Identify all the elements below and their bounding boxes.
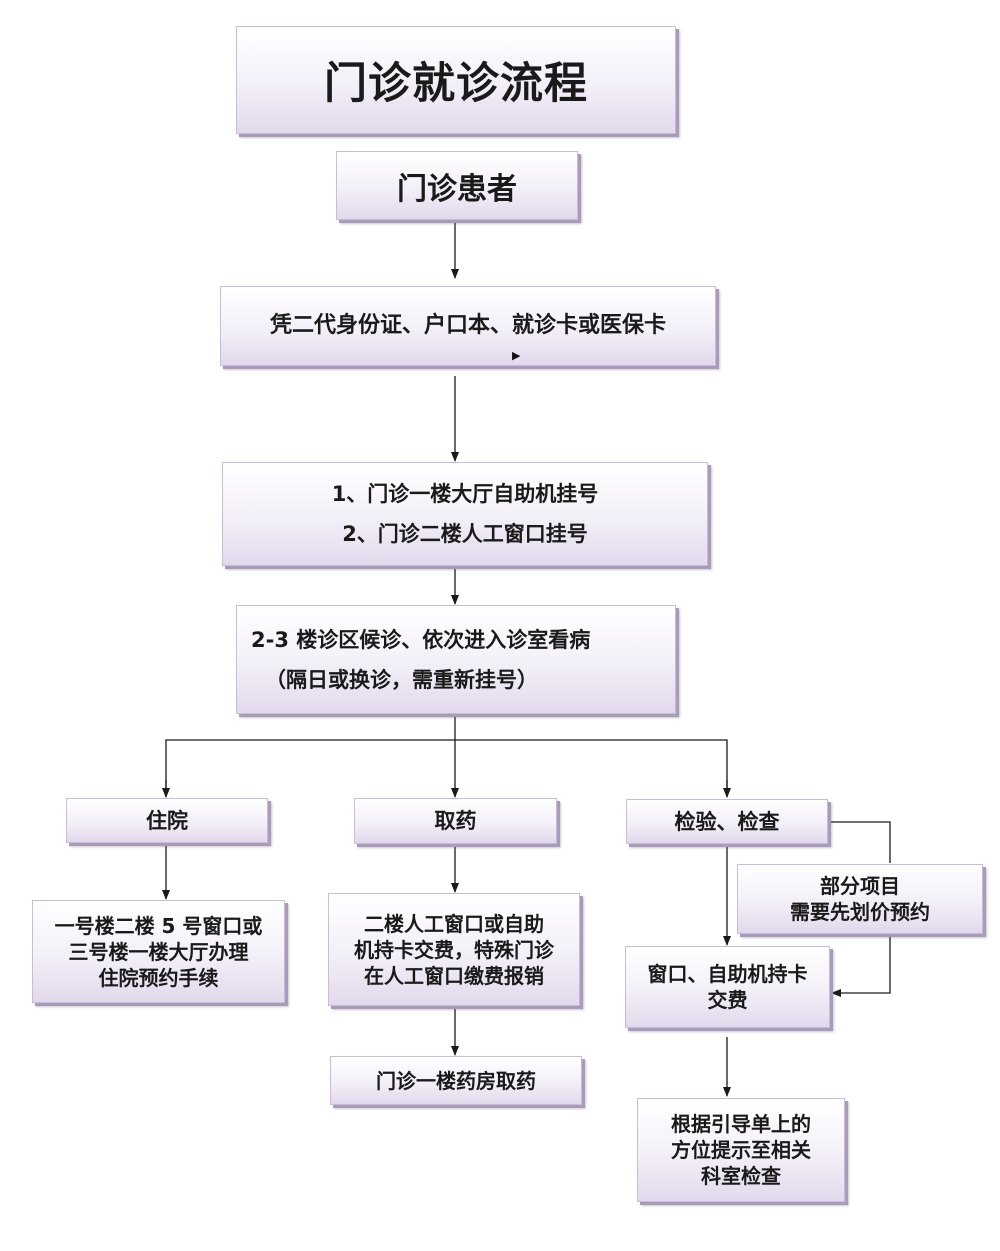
node-inpatient: 住院	[66, 798, 268, 843]
node-registration-line-2: 2、门诊二楼人工窗口挂号	[342, 522, 588, 546]
node-medicine-payment: 二楼人工窗口或自助 机持卡交费，特殊门诊 在人工窗口缴费报销	[328, 893, 580, 1006]
node-waiting: 2-3 楼诊区候诊、依次进入诊室看病 （隔日或换诊，需重新挂号）	[236, 605, 676, 714]
node-medicine-text: 取药	[434, 809, 477, 833]
node-registration: 1、门诊一楼大厅自助机挂号 2、门诊二楼人工窗口挂号	[222, 462, 708, 566]
node-exam-text: 检验、检查	[674, 809, 780, 834]
node-exam-guide-line-1: 根据引导单上的	[671, 1112, 811, 1136]
node-documents-text: 凭二代身份证、户口本、就诊卡或医保卡	[269, 313, 666, 338]
node-medicine-payment-line-2: 机持卡交费，特殊门诊	[354, 937, 554, 962]
node-medicine-payment-line-3: 在人工窗口缴费报销	[364, 963, 544, 988]
node-exam-payment: 窗口、自助机持卡 交费	[625, 946, 830, 1028]
node-medicine-payment-line-1: 二楼人工窗口或自助	[364, 911, 544, 936]
node-pharmacy: 门诊一楼药房取药	[330, 1056, 582, 1105]
node-documents: 凭二代身份证、户口本、就诊卡或医保卡	[220, 286, 716, 366]
node-patient: 门诊患者	[336, 151, 578, 220]
chart-title: 门诊就诊流程	[236, 26, 676, 134]
node-some-items: 部分项目 需要先划价预约	[737, 864, 983, 934]
node-inpatient-detail: 一号楼二楼 5 号窗口或 三号楼一楼大厅办理 住院预约手续	[32, 900, 285, 1003]
node-inpatient-detail-line-2: 三号楼一楼大厅办理	[68, 939, 249, 964]
small-triangle-icon: ▶	[512, 349, 521, 362]
node-exam: 检验、检查	[626, 799, 828, 844]
node-registration-line-1: 1、门诊一楼大厅自助机挂号	[331, 482, 599, 506]
connector-exam-side	[830, 821, 891, 863]
node-inpatient-detail-line-3: 住院预约手续	[98, 965, 219, 990]
node-exam-payment-line-2: 交费	[707, 988, 748, 1012]
node-some-items-line-1: 部分项目	[820, 874, 900, 898]
node-inpatient-text: 住院	[146, 808, 188, 833]
node-exam-payment-line-1: 窗口、自助机持卡	[647, 962, 808, 986]
node-medicine: 取药	[354, 798, 557, 844]
chart-title-text: 门诊就诊流程	[324, 59, 588, 109]
arrow-someitems-to-payment	[831, 935, 891, 997]
node-patient-text: 门诊患者	[397, 171, 517, 207]
node-some-items-line-2: 需要先划价预约	[790, 900, 930, 924]
node-waiting-line-2: （隔日或换诊，需重新挂号）	[265, 667, 538, 692]
node-inpatient-detail-line-1: 一号楼二楼 5 号窗口或	[54, 913, 263, 938]
node-waiting-line-1: 2-3 楼诊区候诊、依次进入诊室看病	[251, 627, 591, 652]
node-exam-guide-line-3: 科室检查	[701, 1164, 781, 1188]
node-exam-guide-line-2: 方位提示至相关	[671, 1138, 811, 1162]
branch-horizontal-line	[165, 739, 728, 797]
node-pharmacy-text: 门诊一楼药房取药	[376, 1068, 536, 1093]
node-exam-guide: 根据引导单上的 方位提示至相关 科室检查	[637, 1098, 845, 1202]
